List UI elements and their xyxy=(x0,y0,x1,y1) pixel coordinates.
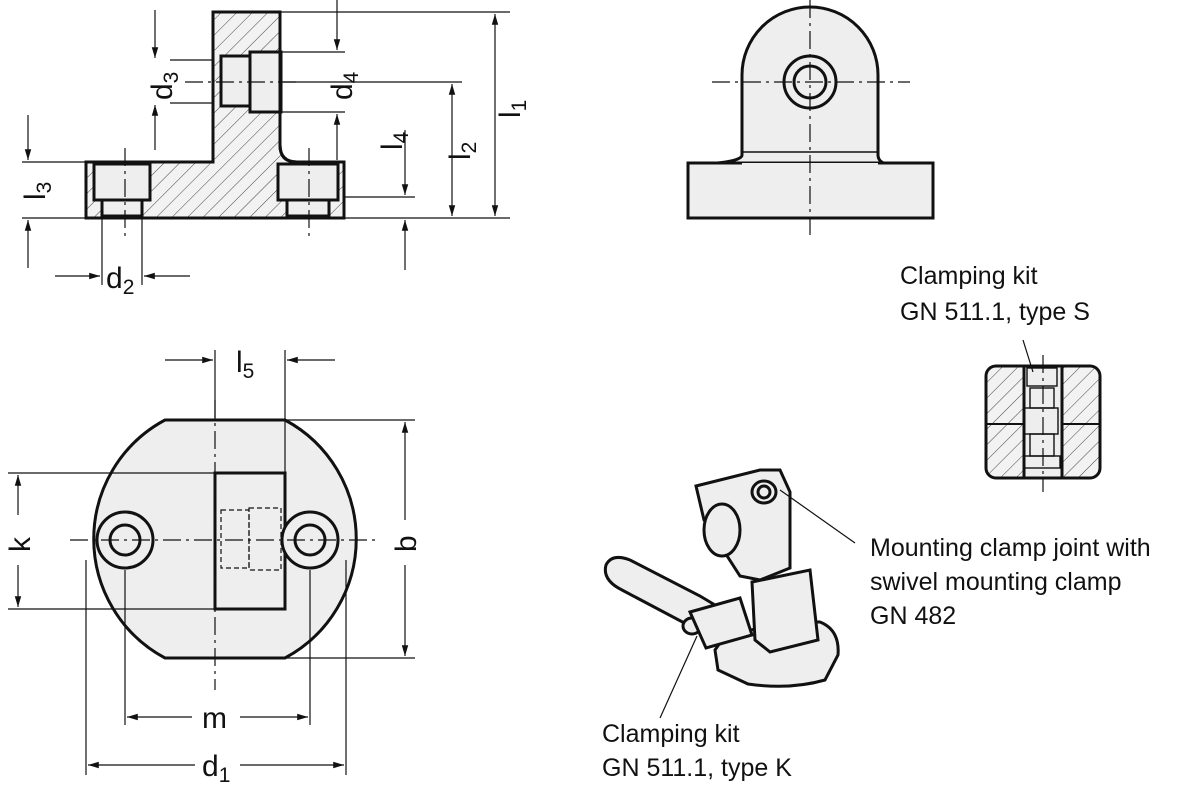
callout-joint-line2: swivel mounting clamp xyxy=(870,568,1122,596)
dim-label-d3: d3 xyxy=(146,72,183,100)
front-view xyxy=(686,0,935,236)
clamping-kit-s-section xyxy=(984,339,1102,492)
callout-joint-line3: GN 482 xyxy=(870,602,956,630)
top-view xyxy=(70,400,380,690)
dim-label-d2: d2 xyxy=(106,262,134,299)
section-view xyxy=(84,10,346,240)
callout-kit-s-line1: Clamping kit xyxy=(900,262,1038,290)
dim-label-k: k xyxy=(4,536,37,552)
dim-label-l1: l1 xyxy=(494,100,531,118)
dim-label-b: b xyxy=(390,535,423,552)
callout-joint-line1: Mounting clamp joint with xyxy=(870,534,1151,562)
dim-label-l4: l4 xyxy=(376,131,413,150)
top-dimensions xyxy=(8,350,415,775)
dim-label-d4: d4 xyxy=(326,71,363,100)
dim-label-d1: d1 xyxy=(202,750,230,786)
dim-label-m: m xyxy=(202,702,227,735)
callout-kit-k-line2: GN 511.1, type K xyxy=(602,754,792,782)
dim-label-l3: l3 xyxy=(19,182,56,200)
callout-kit-k-line1: Clamping kit xyxy=(602,720,740,748)
assembly-illustration xyxy=(603,468,856,719)
dim-label-l2: l2 xyxy=(444,142,481,160)
dim-label-l5: l5 xyxy=(236,346,254,383)
callout-kit-s-line2: GN 511.1, type S xyxy=(900,298,1090,326)
section-dimensions xyxy=(22,0,510,285)
